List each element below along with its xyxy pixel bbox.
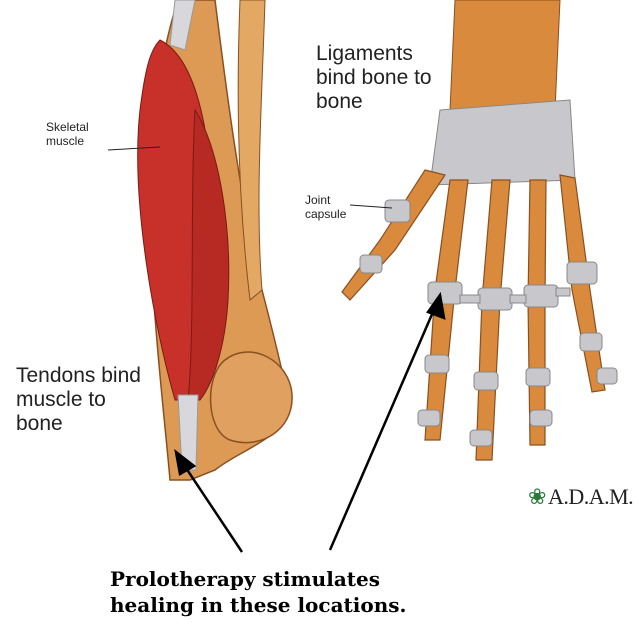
caption: Prolotherapy stimulates healing in these… bbox=[110, 566, 406, 618]
arrow-head-ligament bbox=[426, 291, 446, 320]
arm-illustration bbox=[137, 0, 293, 481]
caption-line-2: healing in these locations. bbox=[110, 593, 407, 617]
arrow-head-tendon bbox=[174, 449, 197, 476]
logo-text: A.D.A.M. bbox=[547, 484, 634, 509]
arrows bbox=[174, 291, 446, 553]
ligaments-label: Ligaments bind bone to bone bbox=[316, 42, 432, 114]
pointer-lines bbox=[107, 146, 393, 209]
skeletal-muscle-label: Skeletal muscle bbox=[46, 120, 89, 148]
tendons-label: Tendons bind muscle to bone bbox=[16, 364, 141, 436]
adam-logo: ❀A.D.A.M. bbox=[528, 484, 634, 510]
hand-illustration bbox=[341, 0, 618, 461]
leaf-icon: ❀ bbox=[528, 484, 546, 509]
caption-line-1: Prolotherapy stimulates bbox=[110, 567, 380, 591]
tendon bbox=[177, 394, 199, 471]
joint-capsules bbox=[359, 199, 618, 447]
joint-capsule-label: Joint capsule bbox=[305, 193, 347, 221]
